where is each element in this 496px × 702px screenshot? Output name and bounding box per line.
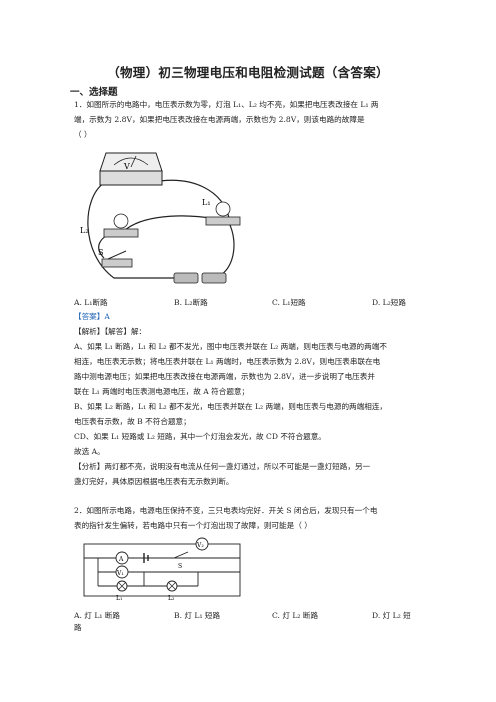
v2-label: V₂ xyxy=(196,542,204,549)
voltmeter-v1-icon: V₁ xyxy=(115,565,129,579)
l2-label: L₂ xyxy=(168,595,175,602)
analysis-line: 盏灯完好，具体原因根据电压表有无示数判断。 xyxy=(74,477,234,486)
option[interactable]: D. 灯 L₂ 短 xyxy=(372,611,411,620)
analysis-line: 【分析】两灯都不亮，说明没有电流从任何一盏灯通过，所以不可能是一盏灯短路，另一 xyxy=(74,462,371,471)
analysis-line: 联在 L₁ 两端时电压表测电源电压，故 A 符合题意； xyxy=(74,387,250,396)
ammeter-icon: A xyxy=(115,551,129,565)
v1-label: V₁ xyxy=(116,570,124,577)
voltmeter-v2-icon: V₂ xyxy=(195,537,209,551)
option[interactable]: C. L₁短路 xyxy=(272,298,306,307)
q1-circuit-figure: V L₁ L₂ S xyxy=(80,152,241,284)
option[interactable]: B. L₂断路 xyxy=(174,298,208,307)
lamp-l1-label: L₁ xyxy=(202,198,211,207)
q1-stem-line: （ ） xyxy=(74,130,92,139)
analysis-line: A、如果 L₁ 断路，L₁ 和 L₂ 都不发光，图中电压表并联在 L₂ 两端，则… xyxy=(74,342,387,351)
option[interactable]: A. 灯 L₁ 断路 xyxy=(74,611,121,620)
analysis-line: 电压表有示数，故 B 不符合题意； xyxy=(74,417,191,426)
q1-stem-line: 端，示数为 2.8V，如果把电压表改接在电源两端，示数也为 2.8V，则该电路的… xyxy=(74,115,365,124)
analysis-line: 【解析】【解答】解： xyxy=(74,327,147,336)
answer: 【答案】A xyxy=(74,312,110,321)
analysis-line: 路中测电源电压；如果把电压表改接在电源两端，示数也为 2.8V，进一步说明了电压… xyxy=(74,372,375,381)
option[interactable]: A. L₁断路 xyxy=(74,298,108,307)
analysis-line: 故选 A。 xyxy=(74,447,105,456)
q1-stem-line: 1．如图所示的电路中，电压表示数为零，灯泡 L₁、L₂ 均不亮，如果把电压表改接… xyxy=(74,100,379,109)
lamp-l2-icon: L₂ xyxy=(80,213,139,238)
option[interactable]: B. 灯 L₁ 短路 xyxy=(174,611,221,620)
battery-icon xyxy=(173,272,227,284)
lamp-l2-icon: L₂ xyxy=(166,580,178,602)
l1-label: L₁ xyxy=(116,595,122,602)
analysis-line: 相连，电压表无示数；将电压表并联在 L₁ 两端时，电压表示数为 2.8V，则电压… xyxy=(74,357,381,366)
lamp-l1-icon: L₁ xyxy=(116,580,128,602)
voltmeter-icon: V xyxy=(99,152,163,186)
analysis-line: B、如果 L₂ 断路，L₁ 和 L₂ 都不发光，电压表并联在 L₂ 两端，则电压… xyxy=(74,402,388,411)
switch-label: S xyxy=(98,248,103,257)
section-heading: 一、选择题 xyxy=(70,87,118,98)
switch-icon: S xyxy=(98,248,133,268)
q2-stem-line: 表的指针发生偏转，若电路中只有一个灯泡出现了故障，则可能是（ ） xyxy=(74,521,312,530)
switch-label: S xyxy=(178,563,182,570)
lamp-l2-label: L₂ xyxy=(80,226,89,235)
lamp-l1-icon: L₁ xyxy=(202,198,241,226)
option[interactable]: D. L₂短路 xyxy=(372,298,406,307)
ammeter-label: A xyxy=(118,556,124,563)
option[interactable]: C. 灯 L₂ 断路 xyxy=(272,611,319,620)
option-overflow: 路 xyxy=(74,623,82,632)
analysis-line: CD、如果 L₁ 短路或 L₂ 短路，其中一个灯泡会发光，故 CD 不符合题意。 xyxy=(74,432,326,441)
page-title: （物理）初三物理电压和电阻检测试题（含答案） xyxy=(107,65,389,80)
voltmeter-label: V xyxy=(123,162,130,171)
q2-circuit-figure: V₂ A S V₁ L₁ L₂ xyxy=(83,537,241,602)
q2-stem-line: 2．如图所示电路，电源电压保持不变，三只电表均完好．开关 S 闭合后，发现只有一… xyxy=(74,506,378,515)
